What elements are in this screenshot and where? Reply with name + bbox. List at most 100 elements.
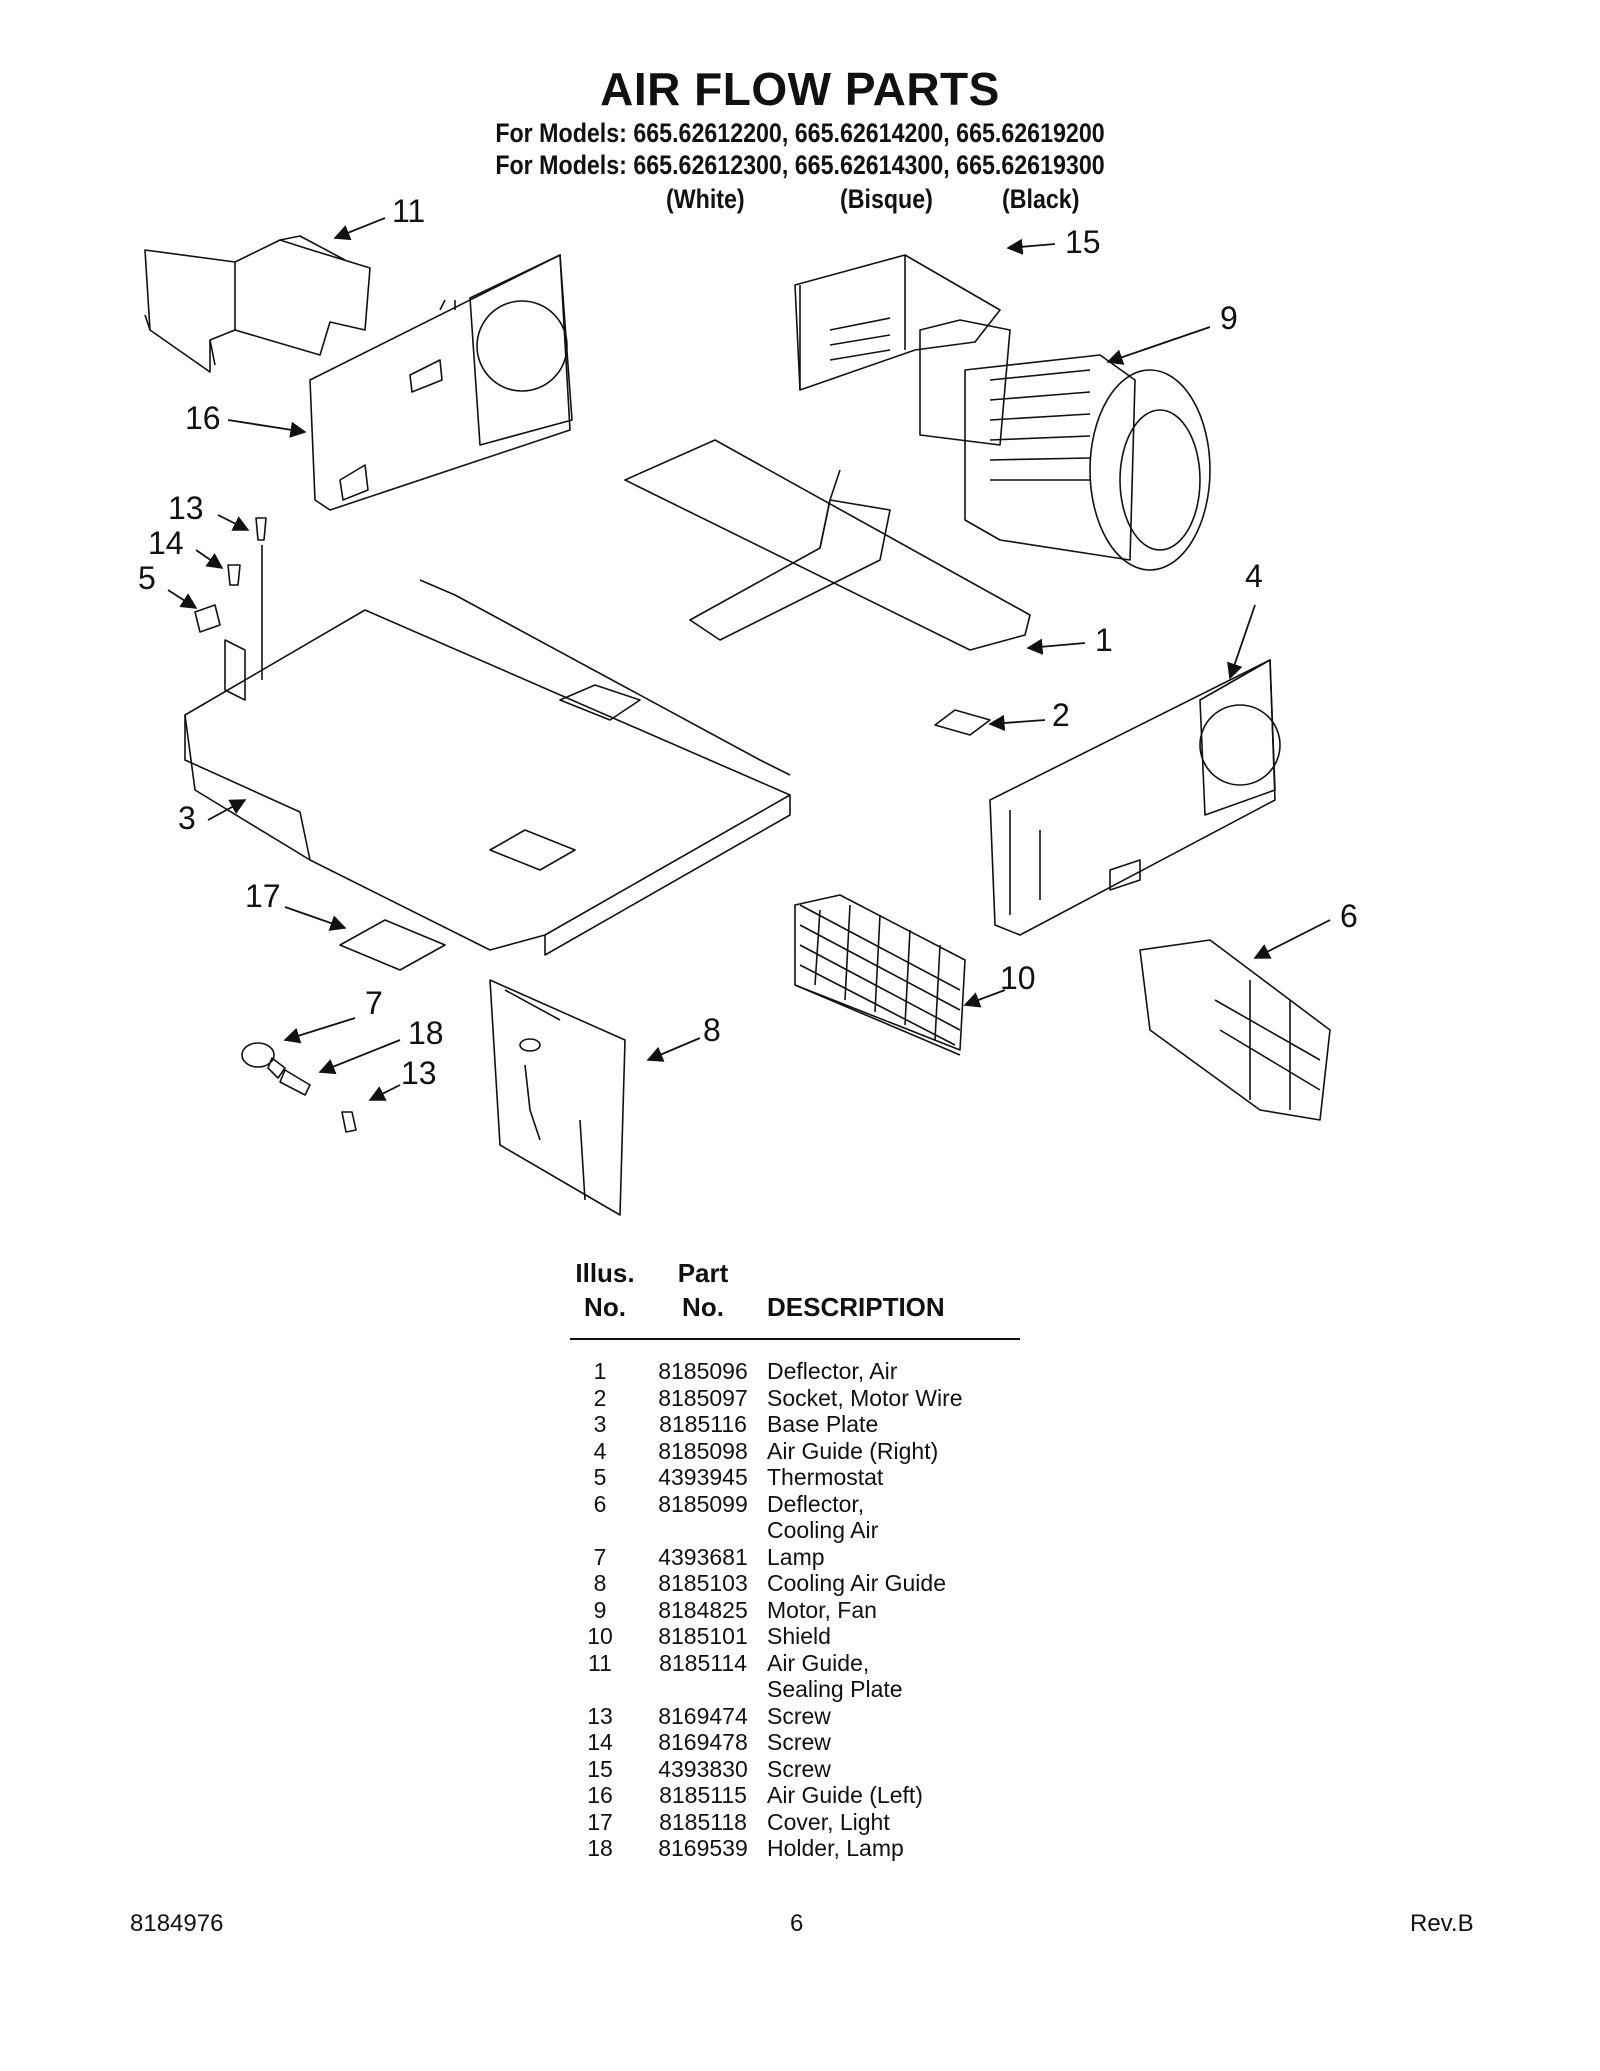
callout-13-upper: 13 <box>168 490 204 526</box>
part-number: 8169474 <box>658 1702 748 1729</box>
part-description: Screw <box>767 1702 831 1729</box>
table-row: 1 8185096 Deflector, Air <box>570 1358 1030 1385</box>
illus-number: 11 <box>588 1649 612 1676</box>
part-description: Air Guide (Left) <box>767 1782 923 1808</box>
part-number: 8185098 <box>658 1437 748 1464</box>
part-description: Deflector, Air <box>767 1358 898 1384</box>
callout-11: 11 <box>392 193 426 229</box>
part-13-screw-upper <box>255 517 267 680</box>
part-description: Holder, Lamp <box>767 1835 904 1861</box>
table-row: 17 8185118 Cover, Light <box>570 1809 1030 1836</box>
table-row: 6 8185099 Deflector, Cooling Air <box>570 1491 1030 1544</box>
part-number: 8185097 <box>658 1384 748 1411</box>
part-description: Screw <box>767 1729 831 1755</box>
part-number: 8185116 <box>659 1411 747 1437</box>
callout-15: 15 <box>1065 224 1101 260</box>
part-number: 8169478 <box>658 1729 748 1755</box>
illus-number: 3 <box>593 1411 607 1437</box>
part-6-cooling-air-deflector <box>1139 939 1331 1121</box>
part-description: Air Guide, Sealing Plate <box>767 1649 903 1703</box>
color-label-bisque: (Bisque) <box>840 184 933 214</box>
doc-number: 8184976 <box>130 1910 224 1937</box>
part-5-thermostat <box>194 604 221 633</box>
table-row: 3 8185116 Base Plate <box>570 1411 1030 1438</box>
table-header-rule <box>570 1338 1020 1340</box>
color-label-white: (White) <box>666 184 745 214</box>
part-number: 8185114 <box>659 1649 747 1676</box>
part-2-motor-wire-socket <box>934 709 991 736</box>
callout-5: 5 <box>138 560 156 596</box>
header-illus-bottom: No. <box>584 1292 626 1322</box>
callout-3: 3 <box>178 800 196 836</box>
part-description: Cooling Air Guide <box>767 1570 946 1596</box>
callout-17: 17 <box>245 878 281 914</box>
part-number: 8185099 <box>658 1490 748 1517</box>
table-row: 18 8169539 Holder, Lamp <box>570 1835 1030 1862</box>
part-description: Screw <box>767 1755 831 1782</box>
part-number: 8185096 <box>658 1358 748 1384</box>
illus-number: 5 <box>593 1464 607 1490</box>
illus-number: 16 <box>587 1782 613 1808</box>
part-number: 8185118 <box>659 1808 747 1835</box>
callout-9: 9 <box>1220 300 1238 336</box>
part-description: Socket, Motor Wire <box>767 1384 963 1411</box>
part-description: Deflector, Cooling Air <box>767 1490 879 1544</box>
callout-10: 10 <box>1000 960 1036 996</box>
part-1-air-deflector <box>624 439 1031 651</box>
part-number: 8184825 <box>658 1596 748 1623</box>
part-description: Shield <box>767 1623 831 1649</box>
part-number: 8169539 <box>658 1835 748 1861</box>
part-description: Base Plate <box>767 1411 879 1437</box>
illus-number: 4 <box>593 1437 607 1464</box>
illus-number: 17 <box>587 1808 613 1835</box>
revision: Rev.B <box>1410 1910 1474 1937</box>
part-11-air-guide-sealing-plate <box>144 235 371 373</box>
illus-number: 15 <box>587 1755 613 1782</box>
illus-number: 9 <box>593 1596 607 1623</box>
table-row: 15 4393830 Screw <box>570 1756 1030 1783</box>
illus-number: 14 <box>587 1729 613 1755</box>
header-description: DESCRIPTION <box>767 1292 945 1322</box>
table-row: 8 8185103 Cooling Air Guide <box>570 1570 1030 1597</box>
table-row: 5 4393945 Thermostat <box>570 1464 1030 1491</box>
part-description: Lamp <box>767 1543 825 1570</box>
illus-number: 6 <box>593 1490 607 1517</box>
part-description: Cover, Light <box>767 1808 890 1835</box>
part-number: 4393681 <box>658 1543 748 1570</box>
part-description: Thermostat <box>767 1464 884 1490</box>
table-row: 14 8169478 Screw <box>570 1729 1030 1756</box>
models-line-1: For Models: 665.62612200, 665.62614200, … <box>495 118 1105 148</box>
illus-number: 8 <box>593 1570 607 1596</box>
table-row: 11 8185114 Air Guide, Sealing Plate <box>570 1650 1030 1703</box>
callout-6: 6 <box>1340 898 1358 934</box>
callout-7: 7 <box>365 985 383 1021</box>
part-number: 8185103 <box>658 1570 748 1596</box>
callout-8: 8 <box>703 1012 721 1048</box>
page-number: 6 <box>790 1910 804 1937</box>
part-description: Motor, Fan <box>767 1596 877 1623</box>
part-4-air-guide-right <box>989 659 1281 936</box>
part-number: 8185101 <box>658 1623 748 1649</box>
color-label-black: (Black) <box>1002 184 1080 214</box>
part-number: 8185115 <box>659 1782 747 1808</box>
part-13-screw-lower <box>341 1111 357 1133</box>
callout-4: 4 <box>1245 558 1263 594</box>
page-title: AIR FLOW PARTS <box>600 63 1000 115</box>
callout-2: 2 <box>1052 697 1070 733</box>
callout-1: 1 <box>1095 622 1113 658</box>
illus-number: 18 <box>587 1835 613 1861</box>
exploded-parts-diagram <box>144 217 1331 1216</box>
part-number: 4393830 <box>658 1755 748 1782</box>
part-number: 4393945 <box>658 1464 748 1490</box>
illus-number: 1 <box>593 1358 607 1384</box>
part-16-air-guide-left <box>309 254 573 511</box>
header-part-bottom: No. <box>682 1292 724 1322</box>
callout-18: 18 <box>408 1015 444 1051</box>
part-10-shield <box>794 894 966 1056</box>
part-3-base-plate <box>184 579 791 956</box>
